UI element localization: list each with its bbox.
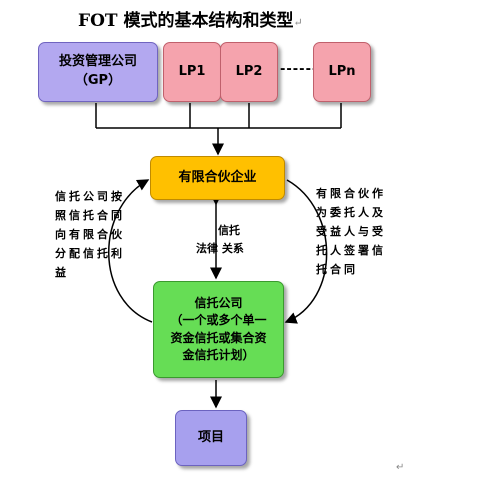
lp1-box: LP1 xyxy=(163,42,221,102)
entrustment-note: 有限合伙作为委托人及受益人与受托人签署信托合同 xyxy=(316,187,386,276)
partnership-box: 有限合伙企业 xyxy=(150,156,285,200)
lp2-box: LP2 xyxy=(220,42,278,102)
distribution-curved-arrow xyxy=(108,179,153,323)
diagram-title: FOT 模式的基本结构和类型↵ xyxy=(78,11,303,31)
ellipsis-dashes: ------ xyxy=(280,62,319,77)
lpn-box: LPn xyxy=(313,42,371,102)
entrustment-curved-arrow xyxy=(284,179,328,324)
distribution-note: 信托公司按照信托合同向有限合伙分配信托利益 xyxy=(55,190,125,279)
return-mark: ↵ xyxy=(396,462,405,473)
trust-company-box: 信托公司 （一个或多个单一 资金信托或集合资 金信托计划） xyxy=(153,281,284,378)
trust-relation-label: 信托 法律 关系 xyxy=(196,224,244,255)
gp-box: 投资管理公司 （GP） xyxy=(38,42,158,102)
project-box: 项目 xyxy=(175,410,247,466)
